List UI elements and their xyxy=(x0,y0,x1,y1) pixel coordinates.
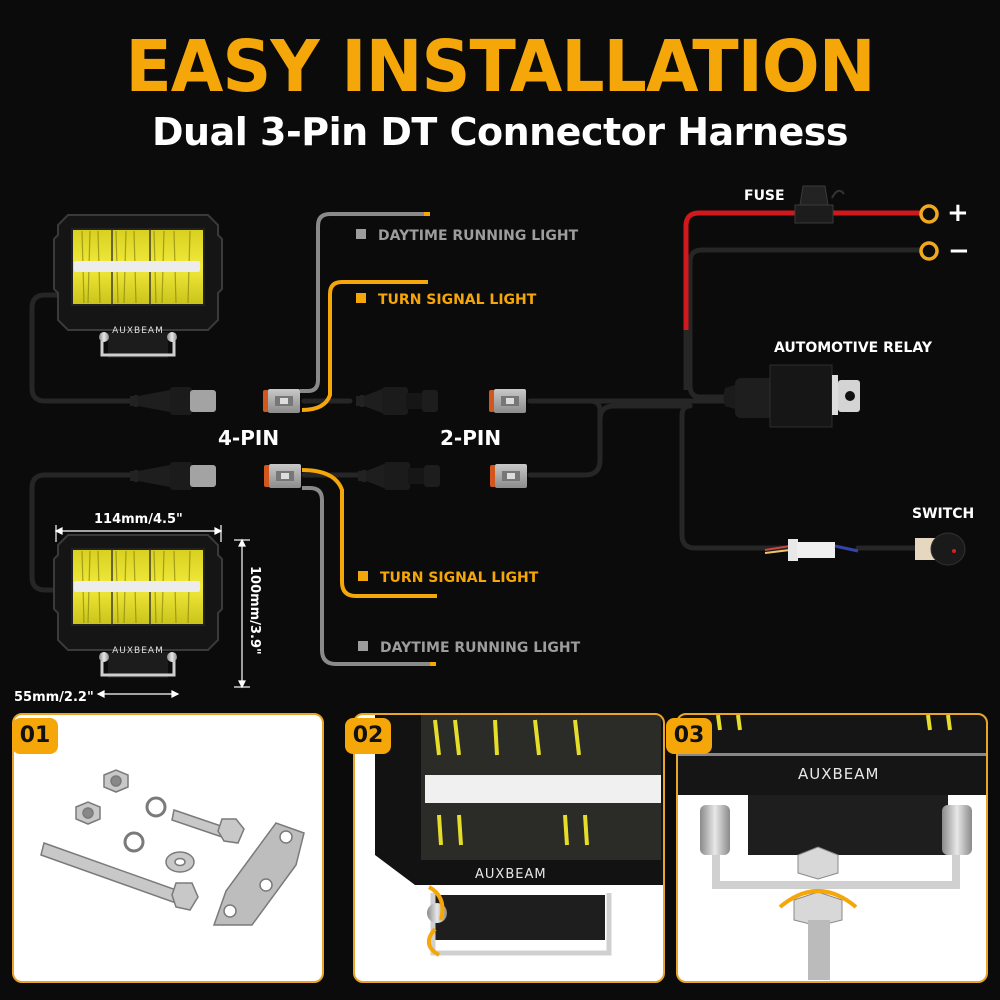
step-panel-1 xyxy=(12,713,324,983)
relay-icon xyxy=(723,364,860,428)
drl-wire-bottom xyxy=(302,486,430,666)
light-brand-top: AUXBEAM xyxy=(112,326,164,336)
step-panel-2: AUXBEAM xyxy=(353,713,665,983)
four-pin-label: 4-PIN xyxy=(218,426,280,450)
label-turn-top: TURN SIGNAL LIGHT xyxy=(356,292,536,308)
dimension-lines xyxy=(54,525,250,698)
light-brand-bottom: AUXBEAM xyxy=(112,646,164,656)
label-turn-bottom: TURN SIGNAL LIGHT xyxy=(358,570,538,586)
turn-color-swatch xyxy=(356,293,366,303)
rotate-arrow-icon xyxy=(778,889,858,909)
fuse-icon xyxy=(794,185,845,224)
loosen-bolts-image xyxy=(375,715,663,957)
tighten-nut-image xyxy=(678,715,986,980)
page-title: EASY INSTALLATION xyxy=(125,26,875,109)
four-pin-male-top xyxy=(130,387,216,415)
label-drl-top: DAYTIME RUNNING LIGHT xyxy=(356,228,578,244)
two-pin-label: 2-PIN xyxy=(440,426,502,450)
height-dimension: 100mm/3.9" xyxy=(247,566,262,655)
negative-symbol: − xyxy=(948,236,970,266)
rotate-arrow-icon xyxy=(427,885,445,921)
fuse-label: FUSE xyxy=(744,188,785,204)
panel3-brand: AUXBEAM xyxy=(798,765,880,783)
four-pin-female-top xyxy=(263,389,300,413)
turn-color-swatch xyxy=(358,571,368,581)
relay-label: AUTOMOTIVE RELAY xyxy=(774,340,932,356)
spring-washer-icon xyxy=(123,831,145,853)
short-bolt-icon xyxy=(171,809,225,838)
drl-wire-top xyxy=(300,212,428,393)
bracket-dimension: 55mm/2.2" xyxy=(14,690,94,705)
mount-bolt-icon xyxy=(808,920,830,980)
turn-wire-top xyxy=(301,280,428,412)
mounting-hardware-image xyxy=(40,769,305,926)
label-drl-bottom: DAYTIME RUNNING LIGHT xyxy=(358,640,580,656)
four-pin-female-bottom xyxy=(264,464,301,488)
switch-connector-icon xyxy=(764,539,859,561)
turn-wire-bottom xyxy=(301,468,437,598)
harness-wires xyxy=(29,247,923,593)
step-panel-3: AUXBEAM xyxy=(676,713,988,983)
long-bolt-icon xyxy=(40,842,180,904)
panel2-brand: AUXBEAM xyxy=(475,867,547,882)
switch-label: SWITCH xyxy=(912,506,975,522)
four-pin-male-bottom xyxy=(130,462,216,490)
two-pin-female-bottom xyxy=(490,464,527,488)
drl-color-swatch xyxy=(356,229,366,239)
spring-washer-icon xyxy=(145,796,167,818)
step-badge-2: 02 xyxy=(345,718,391,754)
positive-wire xyxy=(683,210,795,330)
positive-symbol: + xyxy=(947,198,969,228)
two-pin-female-top xyxy=(489,389,526,413)
negative-terminal-icon xyxy=(919,241,939,261)
two-pin-male-bottom xyxy=(358,462,440,490)
width-dimension: 114mm/4.5" xyxy=(94,512,183,527)
drl-color-swatch xyxy=(358,641,368,651)
two-pin-male-top xyxy=(356,387,438,415)
page-subtitle: Dual 3-Pin DT Connector Harness xyxy=(152,110,848,154)
step-badge-1: 01 xyxy=(12,718,58,754)
rocker-switch-icon xyxy=(915,532,966,566)
light-bottom xyxy=(52,533,224,680)
light-top xyxy=(52,213,224,360)
step-badge-3: 03 xyxy=(666,718,712,754)
l-bracket-icon xyxy=(212,822,305,926)
positive-terminal-icon xyxy=(919,204,939,224)
